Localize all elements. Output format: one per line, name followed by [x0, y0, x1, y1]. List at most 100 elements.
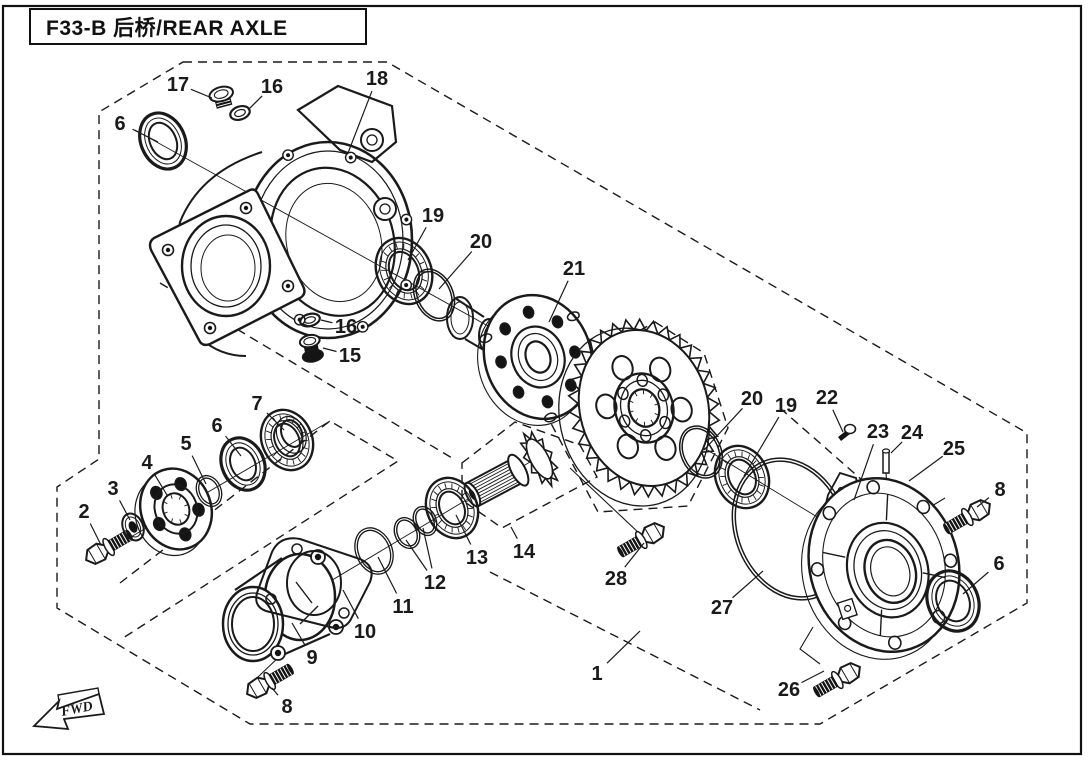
leader-line [832, 409, 844, 433]
part-tube-9 [221, 549, 344, 663]
part-number-label: 11 [392, 596, 413, 618]
leader-line [962, 571, 989, 595]
callout-12: 12 [405, 527, 446, 594]
part-cover-25 [800, 476, 961, 660]
callout-10: 10 [342, 589, 376, 643]
part-oring-20-left [412, 268, 456, 322]
leader-line [510, 526, 518, 539]
leader-line [320, 319, 333, 324]
part-number-label: 4 [141, 452, 153, 474]
part-number-label: 2 [78, 501, 89, 523]
part-number-label: 19 [775, 395, 797, 417]
leader-line [801, 670, 825, 684]
callout-19: 19 [743, 395, 797, 477]
part-ring-12a [393, 516, 421, 550]
part-number-label: 23 [867, 421, 889, 443]
part-ring-11 [354, 527, 394, 575]
part-number-label: 1 [591, 663, 602, 685]
leader-line [732, 570, 764, 599]
leader-line [405, 539, 428, 571]
callout-1: 1 [591, 630, 641, 685]
part-number-label: 26 [778, 679, 800, 701]
leader-line [291, 622, 306, 646]
part-flange-4 [134, 467, 214, 557]
leader-line [606, 630, 641, 664]
part-number-label: 25 [943, 438, 965, 460]
fwd-label: FWD [59, 699, 94, 720]
part-bolt-26 [813, 661, 861, 698]
part-seal-6-right [925, 569, 981, 633]
part-number-label: 3 [107, 478, 118, 500]
callout-20: 20 [438, 231, 492, 290]
part-number-label: 17 [167, 74, 189, 96]
callout-3: 3 [107, 478, 131, 521]
callout-22: 22 [816, 387, 844, 433]
callout-11: 11 [377, 556, 414, 618]
callout-27: 27 [711, 570, 764, 619]
callout-24: 24 [890, 422, 924, 454]
part-washer-16-top [229, 104, 251, 122]
leader-line [132, 128, 159, 143]
part-housing-18 [148, 84, 414, 357]
leader-line [190, 88, 213, 99]
part-washer-16-bottom [299, 312, 321, 328]
part-number-label: 21 [563, 258, 585, 280]
leader-line [377, 556, 398, 594]
callout-25: 25 [908, 438, 965, 482]
callout-13: 13 [455, 514, 488, 569]
part-seal-6-mid [219, 436, 267, 492]
callout-6: 6 [962, 553, 1005, 595]
leader-line [438, 251, 473, 290]
callout-6: 6 [211, 415, 242, 457]
part-bearing-19-right [713, 444, 771, 510]
callout-17: 17 [167, 74, 213, 99]
part-number-label: 16 [335, 316, 357, 338]
leader-line [119, 500, 131, 521]
leader-line [89, 523, 102, 546]
part-number-label: 8 [994, 479, 1005, 501]
leader-line [422, 527, 433, 569]
leader-line [703, 407, 743, 451]
leader-line [153, 473, 168, 496]
page-title: F33-B 后桥/REAR AXLE [46, 16, 288, 40]
callout-16: 16 [320, 316, 357, 338]
callout-5: 5 [180, 433, 207, 485]
callout-2: 2 [78, 501, 102, 546]
leader-line [407, 226, 427, 261]
leader-line [225, 435, 242, 457]
part-plug-15 [298, 333, 324, 363]
part-number-label: 5 [180, 433, 191, 455]
leader-line [271, 687, 279, 696]
parts-artwork [85, 84, 991, 700]
part-seal-6-topleft [138, 111, 188, 171]
part-number-label: 16 [261, 76, 283, 98]
callout-9: 9 [291, 622, 318, 669]
part-number-label: 7 [251, 393, 262, 415]
part-number-label: 6 [114, 113, 125, 135]
leader-line [908, 455, 944, 482]
leader-line [548, 280, 569, 323]
part-bearing-13 [424, 476, 480, 540]
fwd-arrow-icon [32, 692, 106, 731]
leader-line [347, 90, 373, 154]
fwd-direction-marker: FWD [32, 687, 106, 731]
part-number-label: 27 [711, 597, 733, 619]
callout-6: 6 [114, 113, 159, 143]
callout-15: 15 [322, 345, 361, 367]
leader-line [266, 412, 285, 431]
callout-4: 4 [141, 452, 168, 496]
callout-28: 28 [605, 542, 645, 590]
part-number-label: 14 [513, 541, 536, 563]
part-screw-22 [838, 423, 857, 441]
callout-16: 16 [247, 76, 283, 111]
leader-line [976, 497, 990, 508]
part-number-label: 6 [211, 415, 222, 437]
callout-7: 7 [251, 393, 285, 431]
part-bolt-8-right [943, 498, 991, 535]
part-number-label: 12 [424, 572, 446, 594]
title-block: F33-B 后桥/REAR AXLE [29, 8, 367, 45]
callout-14: 14 [510, 526, 536, 563]
part-ring-gear [558, 317, 721, 507]
